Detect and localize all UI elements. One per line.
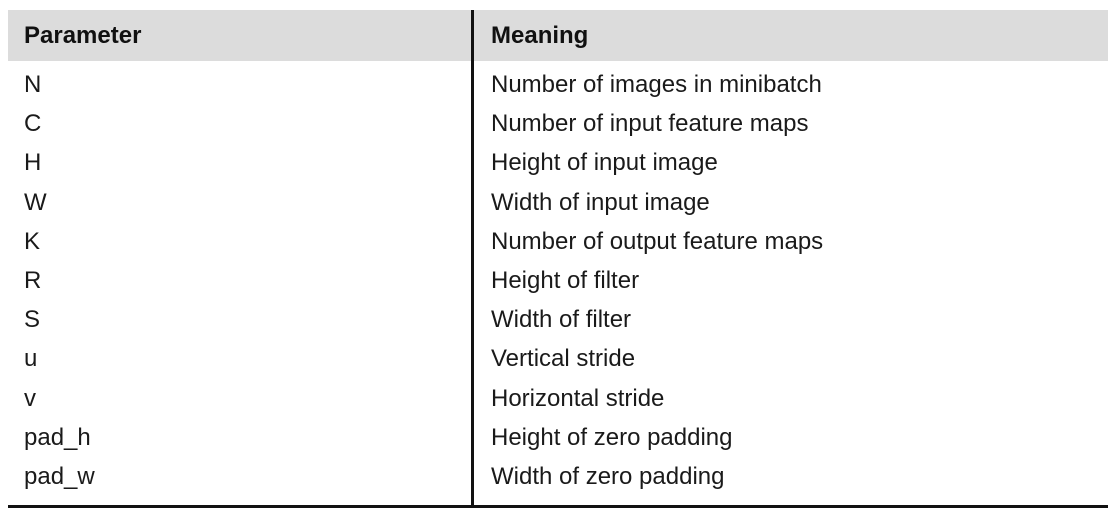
table-header: Parameter Meaning <box>8 10 1108 61</box>
header-parameter: Parameter <box>24 22 142 49</box>
parameter-cell: N <box>24 71 42 98</box>
parameter-cell: H <box>24 149 42 177</box>
parameter-cell: R <box>24 266 42 294</box>
meaning-cell: Horizontal stride <box>491 384 665 412</box>
meaning-cell: Vertical stride <box>491 345 636 373</box>
parameter-cell: pad_w <box>24 462 95 490</box>
table-row: W Width of input image <box>8 183 1108 222</box>
table-row: u Vertical stride <box>8 339 1108 378</box>
meaning-cell: Width of input image <box>491 188 710 216</box>
table-row: N Number of images in minibatch <box>8 65 1108 104</box>
parameter-table: Parameter Meaning N Number of images in … <box>8 10 1108 508</box>
parameter-cell: u <box>24 345 38 373</box>
table-row: pad_w Width of zero padding <box>8 457 1108 496</box>
table-row: R Height of filter <box>8 261 1108 300</box>
table-row: S Width of filter <box>8 300 1108 339</box>
parameter-cell: v <box>24 384 36 412</box>
table-row: pad_h Height of zero padding <box>8 418 1108 457</box>
header-meaning: Meaning <box>491 22 589 49</box>
parameter-cell: K <box>24 227 41 255</box>
table-row: H Height of input image <box>8 143 1108 182</box>
meaning-cell: Number of images in minibatch <box>491 71 822 98</box>
column-divider <box>471 10 474 505</box>
table-body: N Number of images in minibatch C Number… <box>8 65 1108 496</box>
table-row: K Number of output feature maps <box>8 222 1108 261</box>
meaning-cell: Number of output feature maps <box>491 227 824 255</box>
table-row: C Number of input feature maps <box>8 104 1108 143</box>
meaning-cell: Height of zero padding <box>491 423 733 451</box>
table-row: v Horizontal stride <box>8 379 1108 418</box>
parameter-cell: S <box>24 306 41 334</box>
parameter-cell: C <box>24 110 42 138</box>
meaning-cell: Height of input image <box>491 149 718 177</box>
parameter-cell: pad_h <box>24 423 91 451</box>
meaning-cell: Width of filter <box>491 306 632 334</box>
table-bottom-rule <box>8 505 1108 508</box>
meaning-cell: Width of zero padding <box>491 462 725 490</box>
parameter-cell: W <box>24 188 47 216</box>
meaning-cell: Height of filter <box>491 266 640 294</box>
meaning-cell: Number of input feature maps <box>491 110 809 138</box>
